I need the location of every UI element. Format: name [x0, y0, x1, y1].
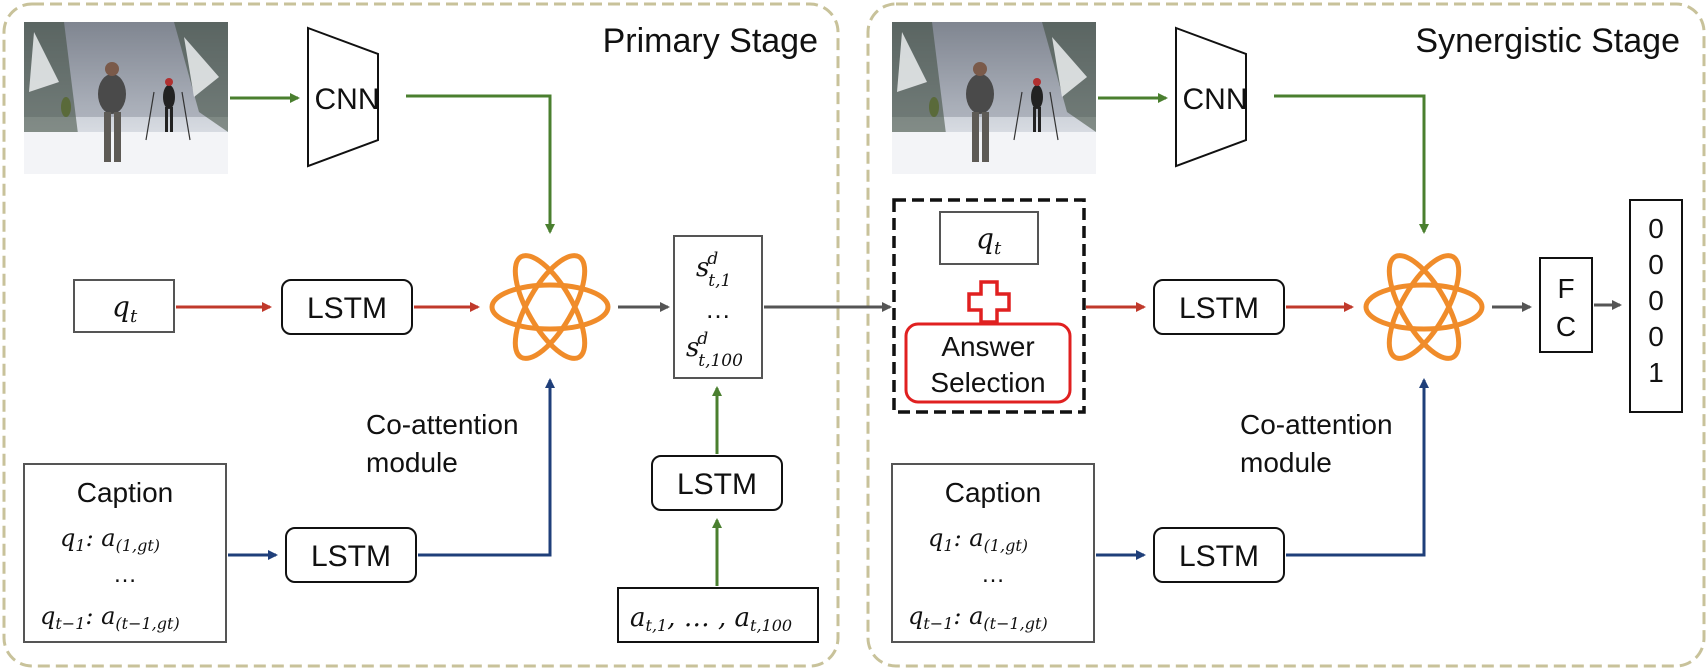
caption-dots-synergistic: … [981, 561, 1005, 588]
arrow-cnn-to-coattention-synergistic [1274, 94, 1429, 234]
arrow-cnn-to-coattention-primary [406, 94, 555, 234]
coattention-label-primary-line1: Co-attention [366, 409, 519, 440]
lstm-caption-label-synergistic: LSTM [1179, 540, 1259, 573]
primary-stage-panel [2, 2, 840, 668]
fc-label-c: C [1556, 311, 1576, 342]
cnn-block-primary [307, 26, 379, 168]
lstm-question-primary [281, 279, 413, 335]
cnn-label-synergistic: CNN [1183, 83, 1248, 116]
fc-box [1539, 257, 1593, 353]
input-image-primary [23, 21, 229, 175]
coattention-label-primary-line2: module [366, 447, 458, 478]
answer-selection-box [904, 322, 1072, 404]
answer-selection-group [892, 198, 1086, 414]
arrow-lstm-caption-to-coattention-synergistic [1286, 378, 1429, 557]
question-label-synergistic: qt [976, 222, 1002, 259]
output-vector-entry: 0 [1648, 249, 1664, 280]
score-dots: … [705, 294, 731, 324]
caption-title-synergistic: Caption [945, 477, 1042, 508]
output-vector-entry: 1 [1648, 357, 1664, 388]
lstm-caption-synergistic [1153, 527, 1285, 583]
output-vector-box [1629, 199, 1683, 413]
fc-label-f: F [1557, 273, 1574, 304]
atom-icon [1366, 246, 1482, 368]
question-box-synergistic [939, 211, 1039, 265]
lstm-question-label-primary: LSTM [307, 292, 387, 325]
output-vector-entry: 0 [1648, 321, 1664, 352]
input-image-synergistic [891, 21, 1097, 175]
primary-stage-title: Primary Stage [603, 22, 818, 60]
candidate-answers-box [617, 587, 819, 643]
caption-box-synergistic [891, 463, 1095, 643]
answer-selection-line1: Answer [941, 331, 1034, 362]
coattention-label-synergistic-line2: module [1240, 447, 1332, 478]
lstm-question-synergistic [1153, 279, 1285, 335]
cnn-label-primary: CNN [315, 83, 380, 116]
arrow-lstm-caption-to-coattention-primary [418, 378, 555, 557]
answer-selection-line2: Selection [930, 367, 1045, 398]
scores-box-primary [673, 235, 763, 379]
caption-line2-synergistic: qt−1: a(t−1,gt) [908, 602, 1048, 633]
lstm-question-label-synergistic: LSTM [1179, 292, 1259, 325]
coattention-label-synergistic-line1: Co-attention [1240, 409, 1393, 440]
lstm-caption-primary [285, 527, 417, 583]
lstm-caption-label-primary: LSTM [311, 540, 391, 573]
output-vector-entry: 0 [1648, 285, 1664, 316]
question-label-primary: qt [112, 290, 138, 327]
output-vector-entry: 0 [1648, 213, 1664, 244]
question-box-primary [73, 279, 175, 333]
cnn-block-synergistic [1175, 26, 1247, 168]
plus-icon [967, 280, 1011, 324]
caption-title-primary: Caption [77, 477, 174, 508]
caption-dots-primary: … [113, 561, 137, 588]
synergistic-stage-title: Synergistic Stage [1415, 22, 1680, 60]
caption-line1-primary: q1: a(1,gt) [60, 524, 160, 555]
caption-line1-synergistic: q1: a(1,gt) [928, 524, 1028, 555]
candidate-answers-label: at,1, … , at,100 [630, 603, 792, 635]
lstm-answers-primary [651, 455, 783, 511]
caption-box-primary [23, 463, 227, 643]
output-vector: 0 0 0 0 1 [1648, 213, 1664, 388]
caption-line2-primary: qt−1: a(t−1,gt) [40, 602, 180, 633]
lstm-answers-label-primary: LSTM [677, 468, 757, 501]
synergistic-stage-panel [866, 2, 1706, 668]
atom-icon [492, 246, 608, 368]
